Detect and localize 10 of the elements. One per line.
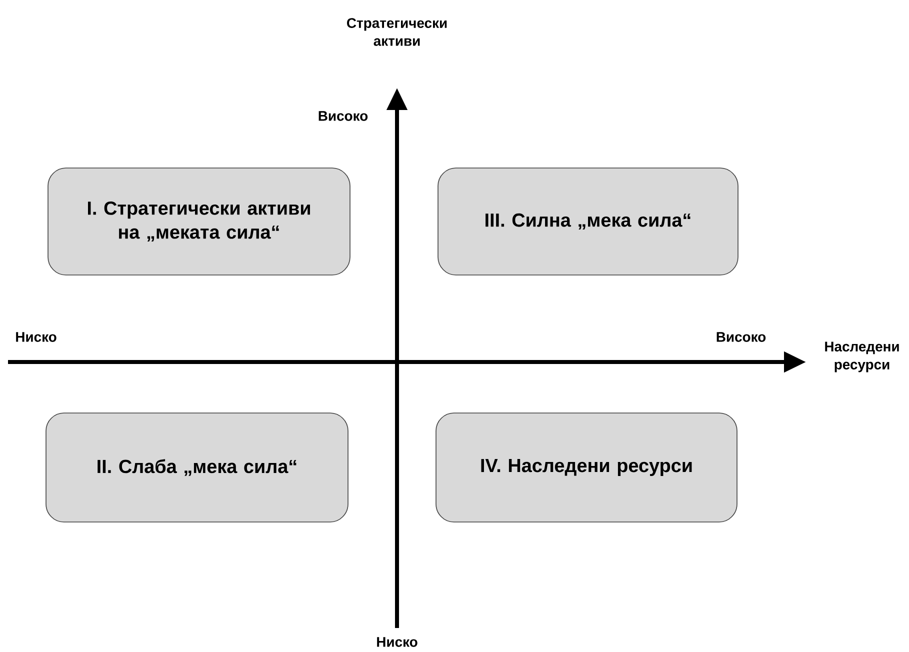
quadrant-box: I. Стратегически активи на „меката сила“ [48,168,350,276]
axis-label: Наследени ресурси [825,342,899,372]
axis-label: Високо [716,332,766,342]
quadrant-box: II. Слаба „мека сила“ [46,412,348,522]
axis-label: Високо [318,111,368,121]
axis-label: Стратегически активи [347,18,447,46]
quadrant-box: IV. Наследени ресурси [436,412,738,522]
axis-label: Ниско [16,332,56,342]
quadrant-box: III. Силна „мека сила“ [438,168,738,276]
axis-label: Ниско [377,637,418,647]
